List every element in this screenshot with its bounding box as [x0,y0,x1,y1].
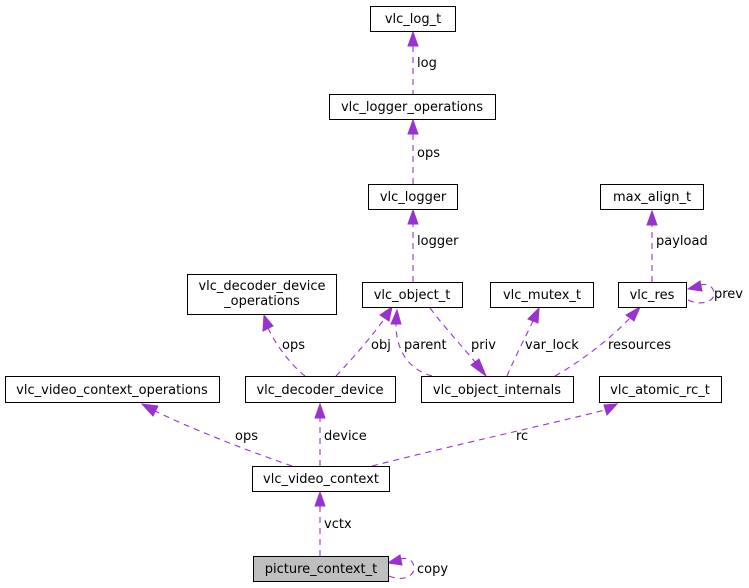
edge-label-logger: logger [417,234,459,249]
edge-logger: logger [407,208,459,282]
node-label-vlc-decoder-device: vlc_decoder_device [256,383,383,398]
node-label-vlc-res: vlc_res [630,288,675,303]
node-vlc-mutex-t[interactable]: vlc_mutex_t [490,282,594,308]
node-label-vlc-video-context: vlc_video_context [263,472,379,487]
edge-label-ops-video: ops [235,429,258,444]
node-label-vlc-object-t: vlc_object_t [374,288,451,303]
edge-label-device: device [324,429,367,444]
node-label-vlc-decoder-device-operations-line1: vlc_decoder_device [198,279,325,294]
edge-var-lock: var_lock [506,306,579,377]
edge-payload: payload [646,209,708,282]
edge-vctx: vctx [314,490,352,556]
edge-label-log: log [417,56,437,71]
edge-ops-logger: ops [407,118,440,184]
node-picture-context-t[interactable]: picture_context_t [253,556,389,582]
edge-resources: resources [554,305,671,377]
node-vlc-res[interactable]: vlc_res [618,282,687,308]
edge-label-copy: copy [417,562,448,577]
edge-obj: obj [335,305,393,377]
edge-ops-video: ops [140,403,293,467]
node-vlc-decoder-device-operations[interactable]: vlc_decoder_device _operations [187,274,337,315]
edge-label-var-lock: var_lock [525,338,579,353]
node-vlc-object-t[interactable]: vlc_object_t [362,282,463,308]
node-label-vlc-video-context-operations: vlc_video_context_operations [16,383,208,398]
edge-label-obj: obj [371,338,391,353]
node-label-max-align-t: max_align_t [613,190,691,205]
edge-device: device [314,402,367,466]
edge-prev: prev [686,280,743,304]
node-label-vlc-logger-operations: vlc_logger_operations [341,100,483,115]
node-vlc-log-t[interactable]: vlc_log_t [370,6,456,32]
node-label-vlc-logger: vlc_logger [380,190,447,205]
node-label-vlc-object-internals: vlc_object_internals [433,383,561,398]
edge-rc: rc [371,403,619,467]
edge-label-ops-logger: ops [417,146,440,161]
node-label-vlc-decoder-device-operations-line2: _operations [223,294,300,309]
edge-label-payload: payload [656,234,708,249]
node-vlc-decoder-device[interactable]: vlc_decoder_device [245,376,396,403]
node-label-picture-context-t: picture_context_t [265,562,378,577]
edge-label-resources: resources [608,338,671,353]
edge-label-priv: priv [471,338,496,353]
edge-parent: parent [390,308,447,377]
node-vlc-video-context[interactable]: vlc_video_context [252,466,390,492]
edge-label-rc: rc [516,429,528,444]
edge-priv: priv [429,307,496,378]
node-max-align-t[interactable]: max_align_t [600,184,704,210]
node-label-vlc-mutex-t: vlc_mutex_t [503,288,581,303]
edge-label-ops-decoder: ops [282,338,305,353]
edge-log: log [407,30,437,96]
edge-label-vctx: vctx [324,517,352,532]
edge-copy: copy [386,554,448,579]
node-vlc-logger[interactable]: vlc_logger [368,184,458,210]
edge-label-prev: prev [714,287,743,302]
node-vlc-atomic-rc-t[interactable]: vlc_atomic_rc_t [599,376,722,403]
node-vlc-video-context-operations[interactable]: vlc_video_context_operations [5,376,220,403]
node-vlc-object-internals[interactable]: vlc_object_internals [421,376,574,403]
edge-label-parent: parent [404,338,447,353]
node-label-vlc-log-t: vlc_log_t [385,12,441,27]
node-label-vlc-atomic-rc-t: vlc_atomic_rc_t [610,383,710,398]
edge-ops-decoder: ops [262,313,306,377]
node-vlc-logger-operations[interactable]: vlc_logger_operations [329,94,496,120]
